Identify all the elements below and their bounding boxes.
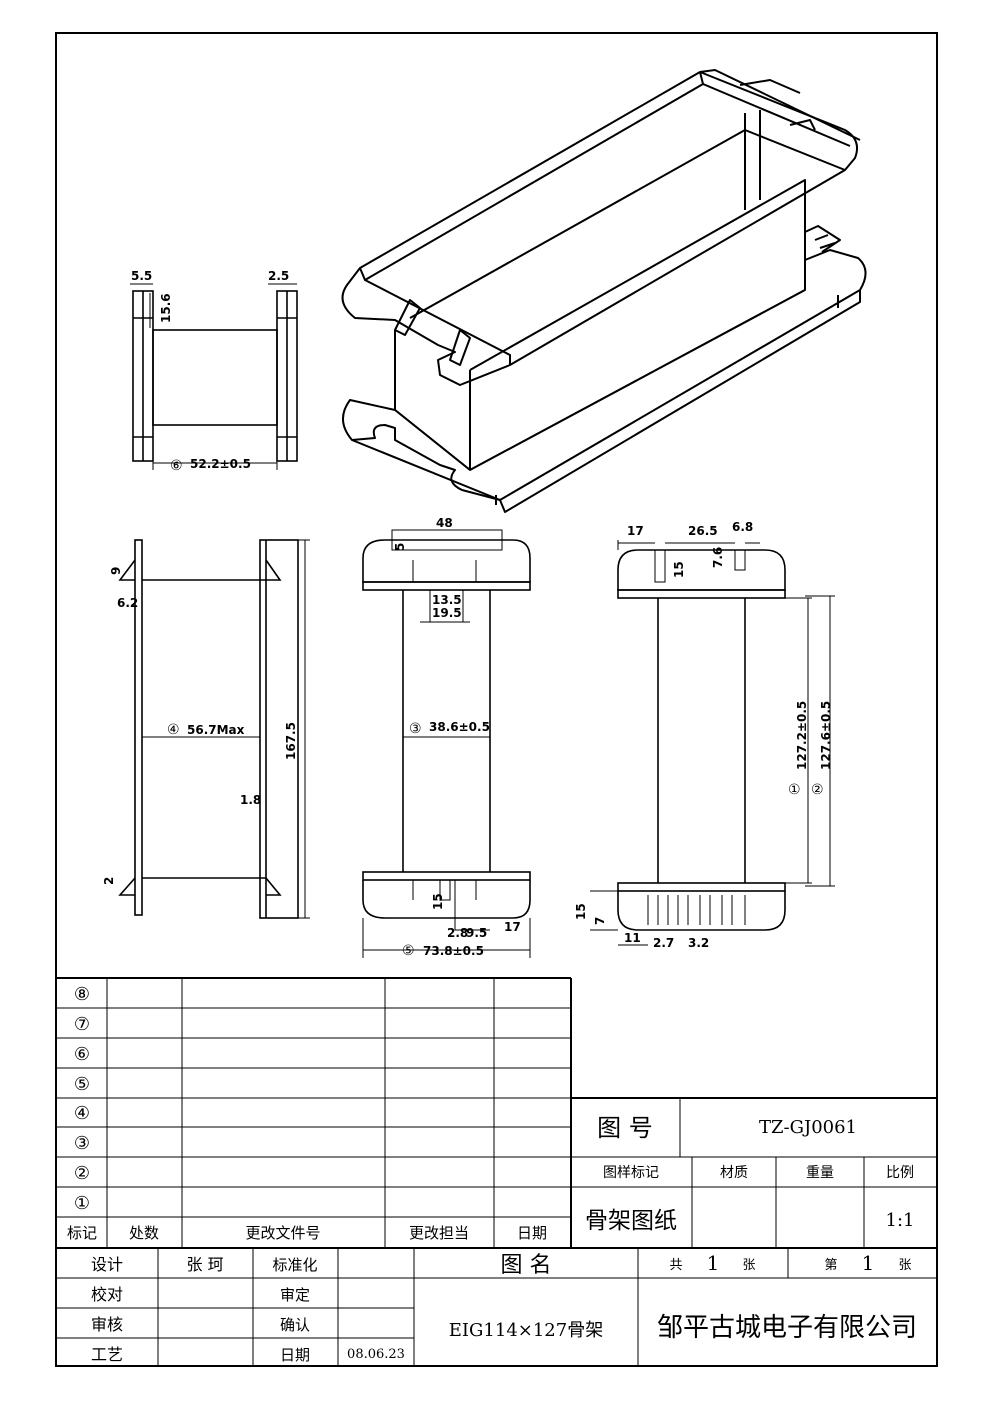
audit-label: 审核 (91, 1315, 123, 1334)
date-label: 日期 (280, 1346, 310, 1364)
rev-header-date: 日期 (517, 1224, 547, 1242)
right-dim-265: 26.5 (688, 524, 718, 538)
rev-row-mark: ⑥ (74, 1044, 90, 1065)
front-dim-bottom: 73.8±0.5 (423, 944, 484, 958)
right-dim-15: 15 (672, 561, 686, 578)
rev-row-mark: ⑧ (74, 984, 90, 1005)
side-view (118, 539, 310, 919)
right-dim-b11: 11 (624, 931, 641, 945)
rev-row-mark: ② (74, 1163, 90, 1184)
process-label: 工艺 (91, 1345, 123, 1364)
company-name: 邹平古城电子有限公司 (657, 1313, 917, 1343)
total-label: 共 (669, 1258, 682, 1273)
right-dim-b32: 3.2 (688, 936, 709, 950)
top-dim-right: 2.5 (268, 269, 289, 283)
side-mark: ④ (167, 722, 180, 738)
rev-header-mark: 标记 (67, 1224, 97, 1242)
sheet-unit-2: 张 (898, 1258, 911, 1273)
top-dim-bottom: 52.2±0.5 (190, 457, 251, 471)
side-dim-inner: 56.7Max (187, 723, 245, 737)
right-mark2: ② (811, 782, 824, 798)
front-dim-p3: 17 (504, 920, 521, 934)
right-view (590, 540, 835, 946)
front-dim-top: 48 (436, 516, 453, 530)
title-block (56, 1097, 937, 1366)
drawing-no-label: 图 号 (597, 1114, 653, 1142)
front-dim-a: 13.5 (432, 593, 462, 607)
design-label: 设计 (91, 1255, 123, 1274)
sample-mark-label: 图样标记 (603, 1165, 659, 1181)
doc-type: 骨架图纸 (585, 1208, 677, 1234)
designer-name: 张 珂 (186, 1255, 223, 1274)
front-mark-center: ③ (409, 721, 422, 737)
sheet-label: 第 (824, 1258, 837, 1273)
right-dim-76: 7.6 (711, 547, 725, 568)
rev-row-mark: ④ (74, 1103, 90, 1124)
sheet-unit: 张 (742, 1258, 755, 1273)
name-label: 图 名 (501, 1253, 552, 1278)
rev-row-mark: ③ (74, 1133, 90, 1154)
side-dim-total: 167.5 (284, 722, 298, 760)
rev-row-mark: ⑦ (74, 1014, 90, 1035)
front-dim-p2: 9.5 (466, 926, 487, 940)
rev-header-owner: 更改担当 (409, 1224, 469, 1242)
confirm-label: 确认 (280, 1316, 310, 1334)
right-mark1: ① (788, 782, 801, 798)
standard-label: 标准化 (272, 1256, 317, 1274)
front-mark-bottom: ⑤ (402, 943, 415, 959)
top-dim-left: 5.5 (131, 269, 152, 283)
part-name: EIG114×127骨架 (449, 1320, 603, 1341)
right-dim-b15: 15 (574, 903, 588, 920)
isometric-view (341, 69, 867, 513)
right-dim-68: 6.8 (732, 520, 753, 534)
sheet-number: 1 (862, 1251, 875, 1275)
front-dim-pin-h: 15 (431, 893, 445, 910)
right-dim-1276: 127.6±0.5 (819, 701, 833, 770)
top-mark: ⑥ (170, 458, 183, 474)
side-dim-flange-h: 9 (109, 567, 123, 575)
right-dim-17: 17 (627, 524, 644, 538)
side-dim-flange-w: 6.2 (117, 596, 138, 610)
front-dim-center: 38.6±0.5 (429, 720, 490, 734)
rev-row-mark: ⑤ (74, 1074, 90, 1095)
front-view (362, 529, 531, 958)
side-dim-wall: 1.8 (240, 793, 261, 807)
front-dim-b: 19.5 (432, 606, 462, 620)
check-label: 校对 (91, 1285, 123, 1304)
right-dim-b7: 7 (593, 917, 607, 925)
date-value: 08.06.23 (347, 1347, 405, 1362)
top-dim-height: 15.6 (159, 293, 173, 323)
total-sheets: 1 (707, 1251, 720, 1275)
scale-label: 比例 (886, 1165, 914, 1181)
scale-value: 1:1 (886, 1210, 915, 1231)
rev-header-count: 处数 (129, 1224, 159, 1242)
front-dim-p1: 2.8 (447, 926, 468, 940)
drawing-no: TZ-GJ0061 (759, 1117, 857, 1138)
rev-header-file: 更改文件号 (245, 1224, 320, 1242)
material-label: 材质 (720, 1165, 748, 1181)
front-dim-small: 5 (393, 543, 407, 551)
right-dim-1272: 127.2±0.5 (795, 701, 809, 770)
weight-label: 重量 (806, 1165, 834, 1181)
drawing-border (55, 32, 938, 1367)
rev-row-mark: ① (74, 1193, 90, 1214)
review-label: 审定 (280, 1286, 310, 1304)
right-dim-b27: 2.7 (653, 936, 674, 950)
side-dim-bottom: 2 (102, 877, 116, 885)
top-view (130, 283, 298, 470)
revision-table (56, 977, 937, 1249)
